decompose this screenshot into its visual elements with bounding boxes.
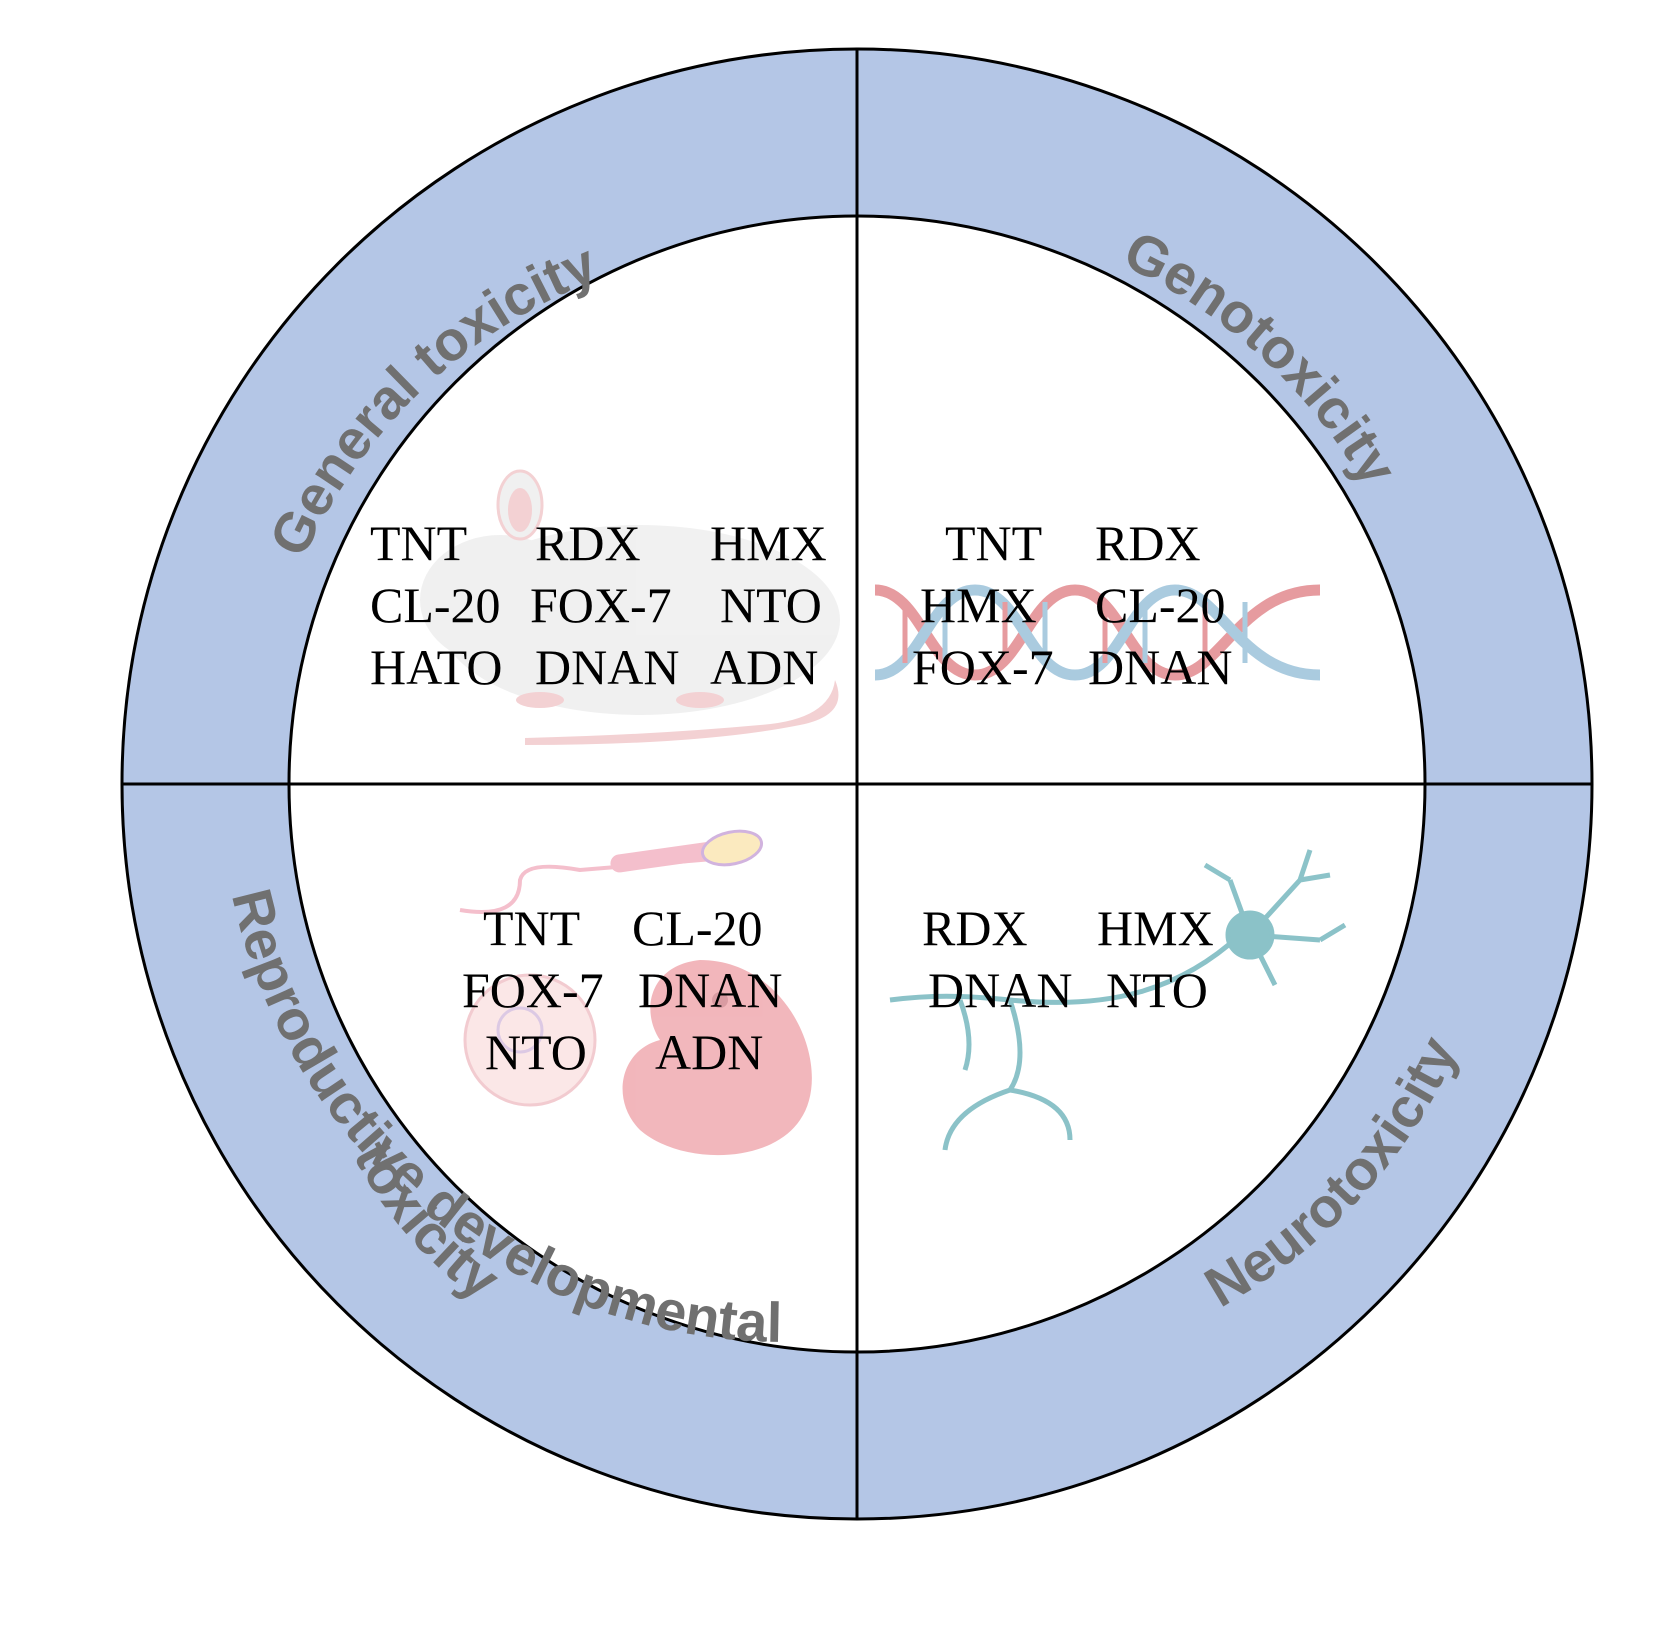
geno-compounds: TNT RDX HMX CL-20 FOX-7 DNAN [912, 515, 1232, 695]
compound-name: TNT [483, 900, 580, 956]
compound-name: FOX-7 [462, 962, 604, 1018]
compound-name: RDX [535, 515, 641, 571]
compound-name: TNT [945, 515, 1042, 571]
compound-name: HMX [710, 515, 827, 571]
compound-name: NTO [485, 1024, 587, 1080]
compound-name: HMX [920, 577, 1037, 633]
compound-name: ADN [655, 1024, 763, 1080]
compound-name: FOX-7 [530, 577, 672, 633]
compound-name: CL-20 [632, 900, 763, 956]
sperm-embryo-icon [459, 829, 812, 1156]
compound-name: NTO [720, 577, 822, 633]
neuro-compounds: RDX HMX DNAN NTO [922, 900, 1214, 1018]
general-compounds: TNT RDX HMX CL-20 FOX-7 NTO HATO DNAN AD… [370, 515, 827, 695]
compound-name: DNAN [928, 962, 1072, 1018]
compound-name: DNAN [535, 639, 679, 695]
repro-compounds: TNT CL-20 FOX-7 DNAN NTO ADN [462, 900, 782, 1080]
dna-icon [874, 584, 1321, 681]
compound-name: RDX [922, 900, 1028, 956]
compound-name: RDX [1095, 515, 1201, 571]
compound-name: CL-20 [370, 577, 501, 633]
rat-icon [420, 469, 840, 745]
compound-name: DNAN [638, 962, 782, 1018]
neuron-icon [889, 849, 1347, 1151]
compound-name: NTO [1106, 962, 1208, 1018]
compound-name: FOX-7 [912, 639, 1054, 695]
compound-name: DNAN [1088, 639, 1232, 695]
compound-name: TNT [370, 515, 467, 571]
compound-name: CL-20 [1095, 577, 1226, 633]
compound-name: HMX [1097, 900, 1214, 956]
compound-name: HATO [370, 639, 502, 695]
compound-name: ADN [710, 639, 818, 695]
